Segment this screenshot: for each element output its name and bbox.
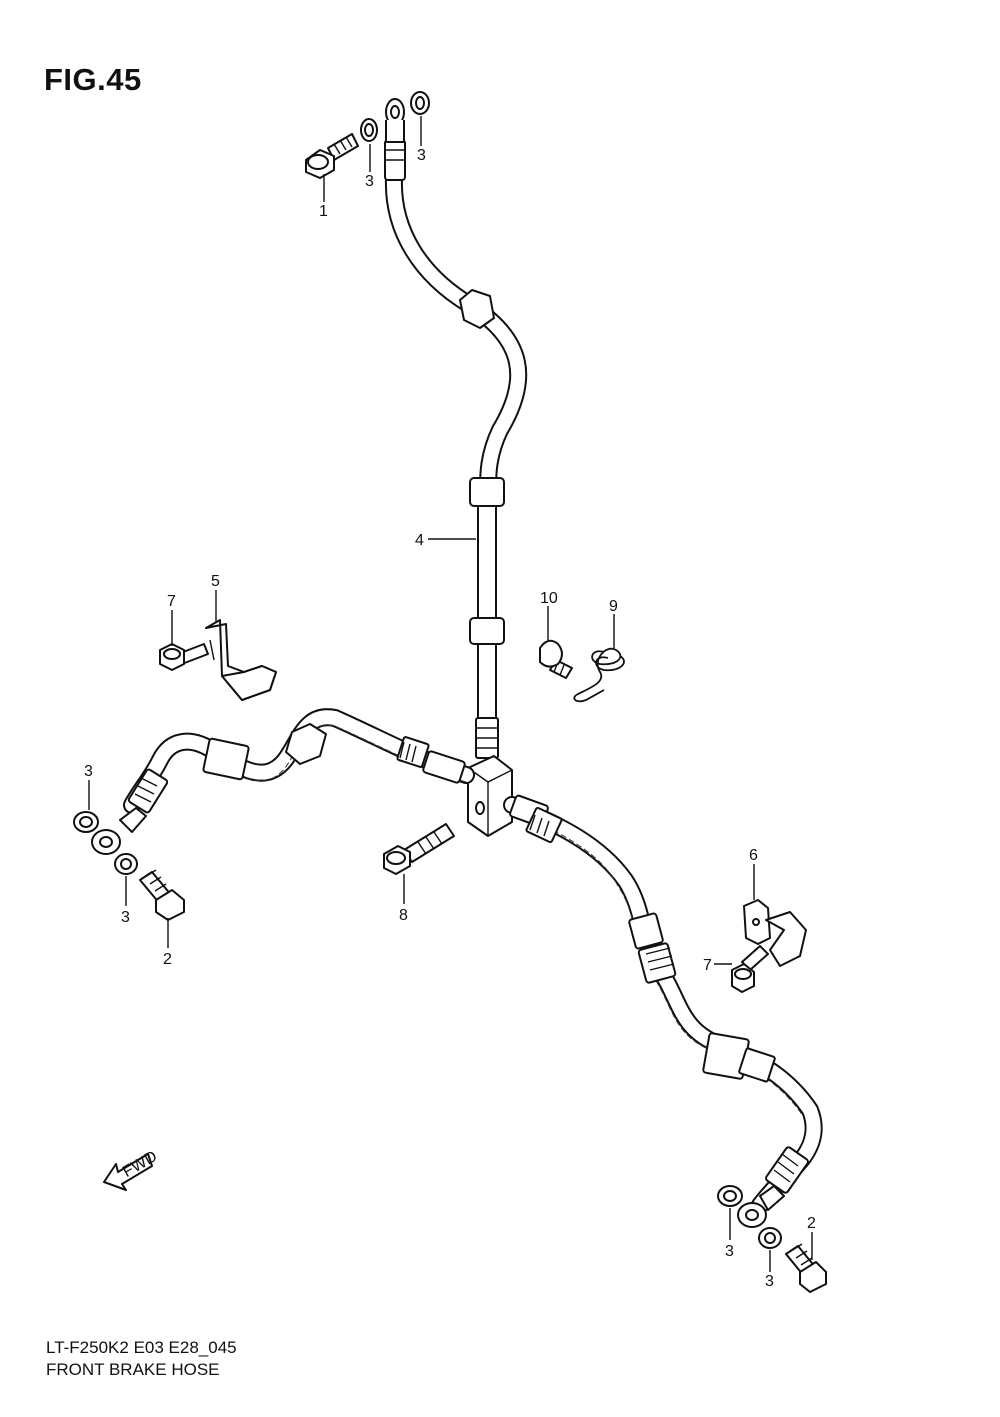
fwd-arrow-text: FWD	[120, 1148, 160, 1181]
part-2-union-bolt-left	[139, 869, 185, 921]
label-part-10: 10	[540, 590, 558, 607]
footer-diagram-name: FRONT BRAKE HOSE	[46, 1360, 220, 1379]
label-part-7-left: 7	[167, 593, 176, 610]
label-part-9: 9	[609, 598, 618, 615]
part-number-labels: 1 3 3 4 5 7 10 9 3 3 2 8 6 7 3 3 2	[84, 147, 816, 1290]
label-part-3-left-a: 3	[84, 763, 93, 780]
label-part-8: 8	[399, 907, 408, 924]
sealing-washers	[73, 91, 782, 1249]
right-brake-hose	[503, 794, 823, 1228]
part-2-union-bolt-right	[785, 1243, 827, 1293]
leader-lines	[88, 116, 813, 1272]
label-part-3-left-b: 3	[121, 909, 130, 926]
label-part-7-right: 7	[703, 957, 712, 974]
label-part-4: 4	[415, 532, 424, 549]
footer-model-code: LT-F250K2 E03 E28_045	[46, 1338, 237, 1357]
part-1-union-bolt	[305, 133, 359, 179]
part-8-bolt	[383, 823, 455, 875]
label-part-6: 6	[749, 847, 758, 864]
upper-brake-hose	[384, 98, 528, 759]
label-part-2-left: 2	[163, 951, 172, 968]
label-part-3-right-a: 3	[725, 1243, 734, 1260]
label-part-3-upper-a: 3	[365, 173, 374, 190]
label-part-3-upper-b: 3	[417, 147, 426, 164]
part-7-bolt-left	[159, 643, 209, 671]
label-part-1: 1	[319, 203, 328, 220]
part-10-bolt	[539, 639, 573, 679]
part-7-bolt-right	[731, 945, 769, 993]
figure-title: FIG.45	[44, 62, 142, 97]
left-brake-hose	[91, 708, 475, 855]
part-9-hose-clip	[573, 647, 625, 703]
label-part-5: 5	[211, 573, 220, 590]
part-6-hose-clamp	[743, 899, 807, 967]
fwd-arrow-icon: FWD	[103, 1148, 160, 1191]
label-part-3-right-b: 3	[765, 1273, 774, 1290]
hose-joint-block	[467, 755, 513, 837]
label-part-2-right: 2	[807, 1215, 816, 1232]
part-5-hose-clamp	[205, 619, 277, 701]
